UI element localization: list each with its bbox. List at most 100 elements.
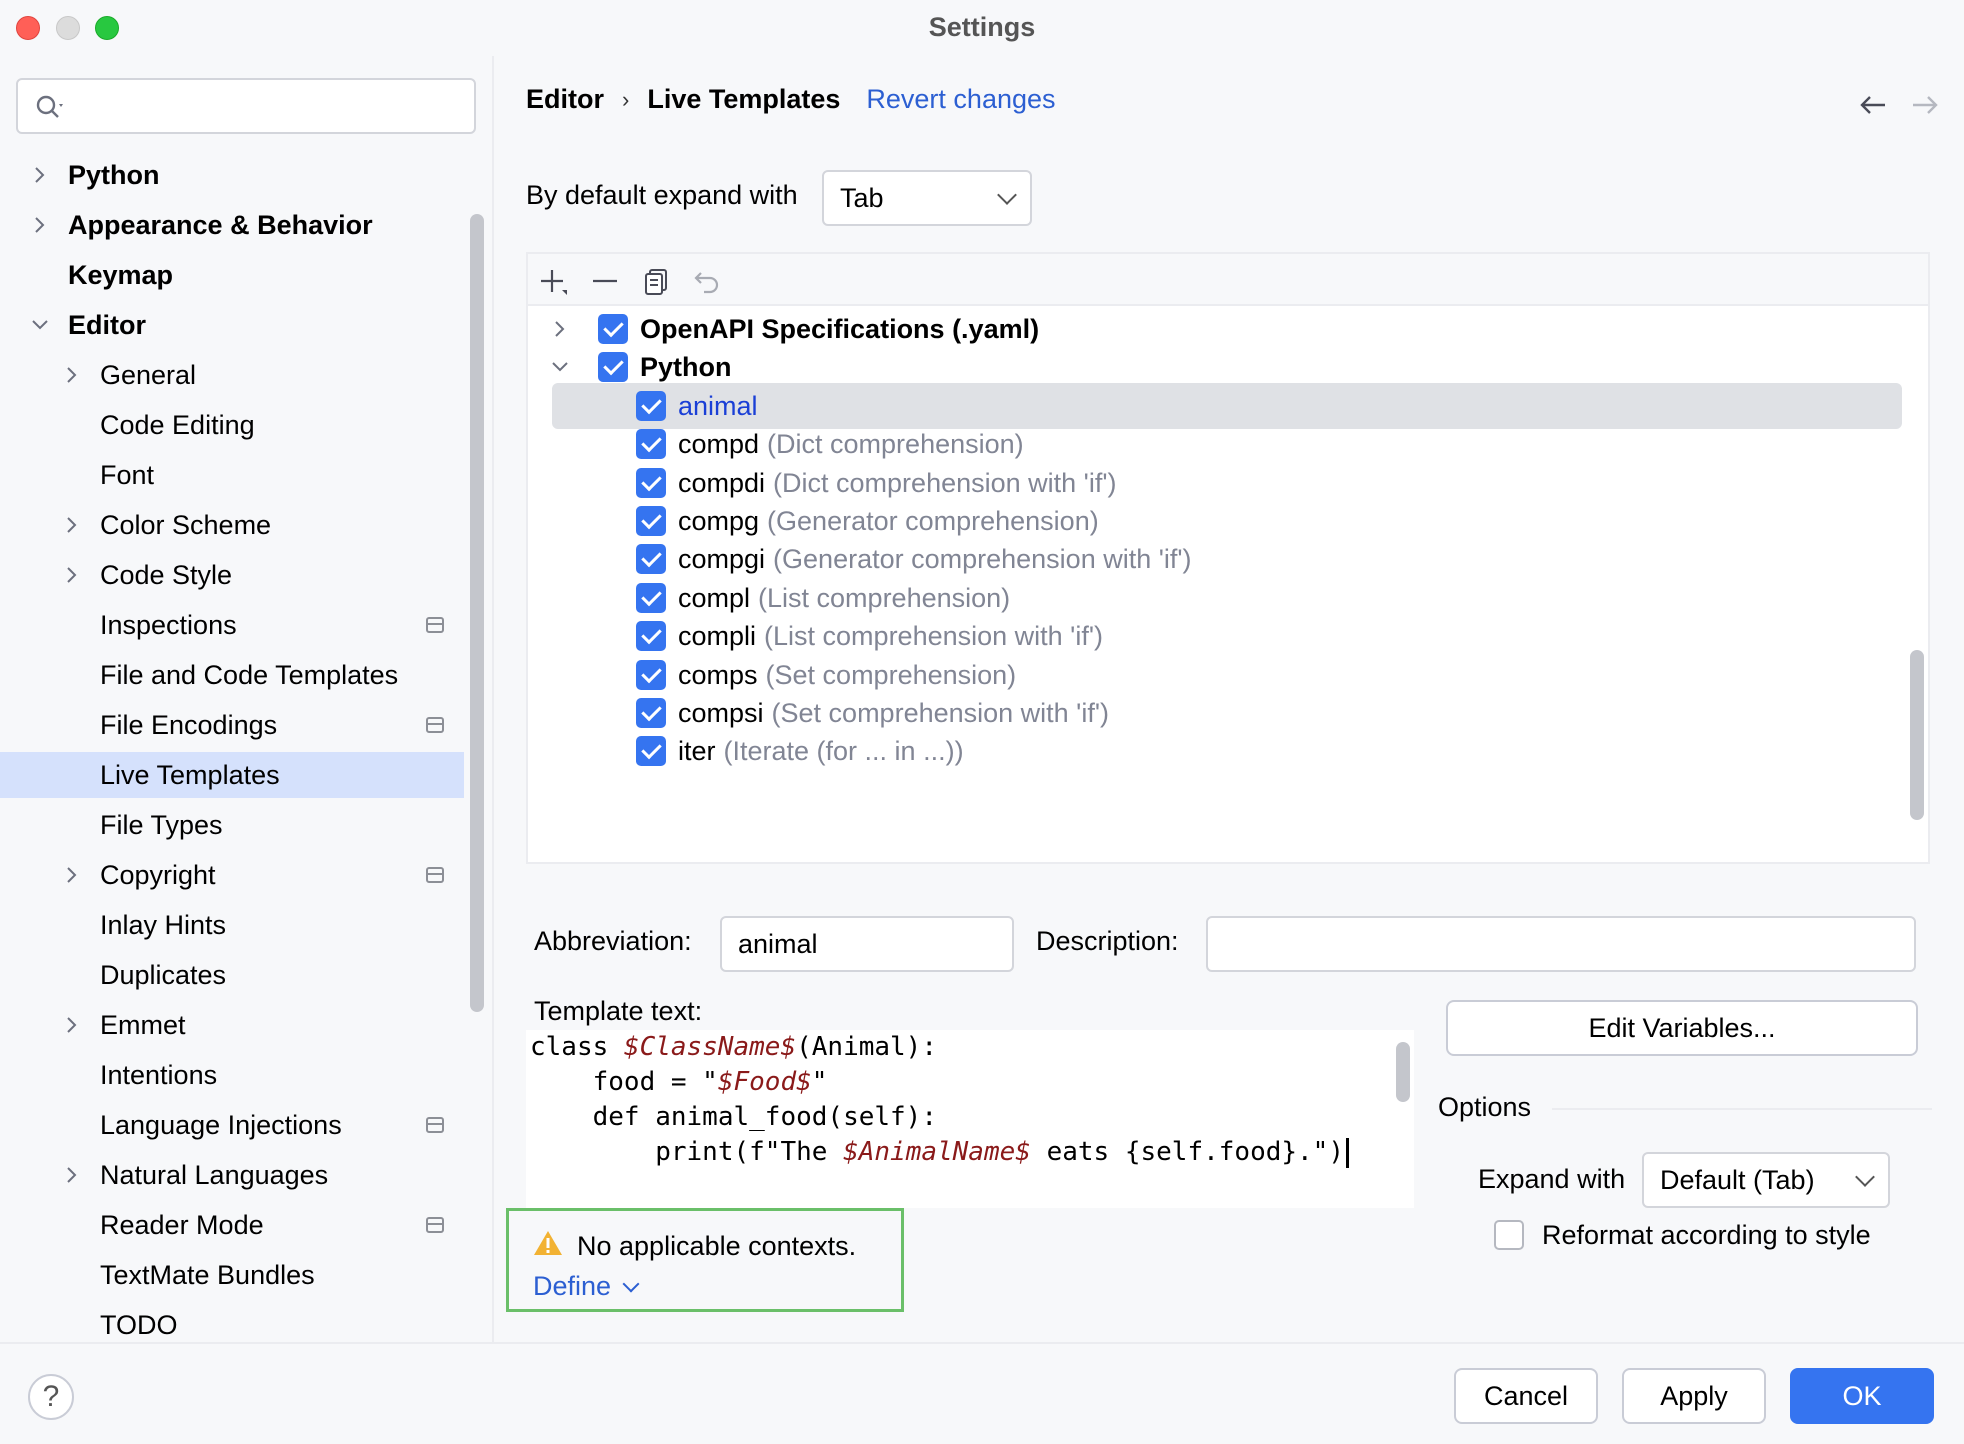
code-line: def animal_food(self): [530, 1102, 937, 1132]
sidebar-item-intentions[interactable]: Intentions [0, 1052, 464, 1098]
expand-with-select[interactable]: Default (Tab) [1642, 1152, 1890, 1208]
code-text: class [530, 1032, 624, 1062]
template-text-editor[interactable]: class $ClassName$(Animal): food = "$Food… [526, 1030, 1414, 1208]
chevron-right-icon[interactable] [62, 565, 82, 585]
cancel-button[interactable]: Cancel [1454, 1368, 1598, 1424]
template-checkbox[interactable] [636, 583, 666, 613]
sidebar-item-file-encodings[interactable]: File Encodings [0, 702, 464, 748]
template-checkbox[interactable] [636, 544, 666, 574]
template-row[interactable]: compg(Generator comprehension) [528, 498, 1878, 544]
edit-variables-button[interactable]: Edit Variables... [1446, 1000, 1918, 1056]
chevron-right-icon[interactable] [550, 319, 570, 339]
template-row[interactable]: compgi(Generator comprehension with 'if'… [528, 536, 1878, 582]
chevron-down-icon[interactable] [30, 315, 50, 335]
editor-scrollbar[interactable] [1396, 1042, 1410, 1102]
template-checkbox[interactable] [636, 506, 666, 536]
ok-button[interactable]: OK [1790, 1368, 1934, 1424]
context-warning-box: No applicable contexts. Define [506, 1208, 904, 1312]
template-checkbox[interactable] [636, 391, 666, 421]
group-checkbox[interactable] [598, 352, 628, 382]
sidebar-item-emmet[interactable]: Emmet [0, 1002, 464, 1048]
settings-search-input[interactable] [16, 78, 476, 134]
close-window-button[interactable] [16, 16, 40, 40]
sidebar-item-keymap[interactable]: Keymap [0, 252, 464, 298]
sidebar-item-label: Emmet [100, 1009, 186, 1040]
reformat-checkbox[interactable] [1494, 1220, 1524, 1250]
sidebar-item-natural-languages[interactable]: Natural Languages [0, 1152, 464, 1198]
sidebar-item-color-scheme[interactable]: Color Scheme [0, 502, 464, 548]
sidebar-item-file-and-code-templates[interactable]: File and Code Templates [0, 652, 464, 698]
template-row[interactable]: comps(Set comprehension) [528, 652, 1878, 698]
sidebar-item-inlay-hints[interactable]: Inlay Hints [0, 902, 464, 948]
template-description: (List comprehension) [758, 582, 1011, 613]
breadcrumb-live-templates: Live Templates [647, 84, 841, 114]
back-arrow-icon[interactable] [1858, 92, 1888, 118]
chevron-right-icon[interactable] [62, 1015, 82, 1035]
revert-changes-link[interactable]: Revert changes [866, 84, 1056, 114]
template-group-row[interactable]: OpenAPI Specifications (.yaml) [528, 306, 1878, 352]
apply-button[interactable]: Apply [1622, 1368, 1766, 1424]
project-settings-icon [426, 1217, 444, 1233]
sidebar-item-label: Inspections [100, 609, 237, 640]
add-icon[interactable] [538, 266, 568, 296]
remove-icon[interactable] [590, 266, 620, 296]
template-group-row[interactable]: Python [528, 344, 1878, 390]
abbreviation-input[interactable]: animal [720, 916, 1014, 972]
sidebar-scrollbar[interactable] [470, 214, 484, 1012]
group-checkbox[interactable] [598, 314, 628, 344]
sidebar-item-code-style[interactable]: Code Style [0, 552, 464, 598]
dialog-footer: ? Cancel Apply OK [0, 1342, 1964, 1444]
chevron-right-icon[interactable] [62, 365, 82, 385]
template-row[interactable]: compd(Dict comprehension) [528, 421, 1878, 467]
template-checkbox[interactable] [636, 621, 666, 651]
sidebar-item-reader-mode[interactable]: Reader Mode [0, 1202, 464, 1248]
sidebar-item-python[interactable]: Python [0, 152, 464, 198]
chevron-right-icon[interactable] [30, 215, 50, 235]
sidebar-item-editor[interactable]: Editor [0, 302, 464, 348]
define-context-link[interactable]: Define [533, 1271, 640, 1302]
template-checkbox[interactable] [636, 736, 666, 766]
template-row[interactable]: iter(Iterate (for ... in ...)) [528, 728, 1878, 774]
template-checkbox[interactable] [636, 698, 666, 728]
sidebar-item-inspections[interactable]: Inspections [0, 602, 464, 648]
chevron-right-icon[interactable] [62, 1165, 82, 1185]
template-row[interactable]: compsi(Set comprehension with 'if') [528, 690, 1878, 736]
minimize-window-button[interactable] [56, 16, 80, 40]
template-item: comps(Set comprehension) [636, 660, 1016, 691]
breadcrumb: Editor › Live Templates Revert changes [526, 84, 1056, 115]
sidebar-item-font[interactable]: Font [0, 452, 464, 498]
sidebar-item-file-types[interactable]: File Types [0, 802, 464, 848]
sidebar-item-code-editing[interactable]: Code Editing [0, 402, 464, 448]
sidebar-item-duplicates[interactable]: Duplicates [0, 952, 464, 998]
sidebar-item-todo[interactable]: TODO [0, 1302, 464, 1348]
chevron-right-icon[interactable] [30, 165, 50, 185]
sidebar-item-textmate-bundles[interactable]: TextMate Bundles [0, 1252, 464, 1298]
chevron-right-icon[interactable] [62, 865, 82, 885]
template-checkbox[interactable] [636, 660, 666, 690]
template-row[interactable]: compl(List comprehension) [528, 575, 1878, 621]
template-row[interactable]: compdi(Dict comprehension with 'if') [528, 460, 1878, 506]
help-button[interactable]: ? [28, 1374, 74, 1420]
zoom-window-button[interactable] [95, 16, 119, 40]
templates-scrollbar[interactable] [1910, 650, 1924, 820]
template-row[interactable]: compli(List comprehension with 'if') [528, 613, 1878, 659]
abbreviation-label: Abbreviation: [534, 926, 692, 956]
chevron-down-icon[interactable] [550, 357, 570, 377]
sidebar-item-copyright[interactable]: Copyright [0, 852, 464, 898]
sidebar-item-live-templates[interactable]: Live Templates [0, 752, 464, 798]
template-checkbox[interactable] [636, 468, 666, 498]
sidebar-item-general[interactable]: General [0, 352, 464, 398]
expand-default-select[interactable]: Tab [822, 170, 1032, 226]
chevron-right-icon[interactable] [62, 515, 82, 535]
sidebar-item-language-injections[interactable]: Language Injections [0, 1102, 464, 1148]
breadcrumb-editor[interactable]: Editor [526, 84, 604, 114]
chevron-down-icon [622, 1275, 640, 1292]
restore-icon[interactable] [692, 266, 722, 296]
forward-arrow-icon[interactable] [1910, 92, 1940, 118]
template-row[interactable]: animal [552, 383, 1902, 429]
description-input[interactable] [1206, 916, 1916, 972]
copy-icon[interactable] [642, 266, 672, 296]
sidebar-item-appearance-behavior[interactable]: Appearance & Behavior [0, 202, 464, 248]
template-checkbox[interactable] [636, 429, 666, 459]
